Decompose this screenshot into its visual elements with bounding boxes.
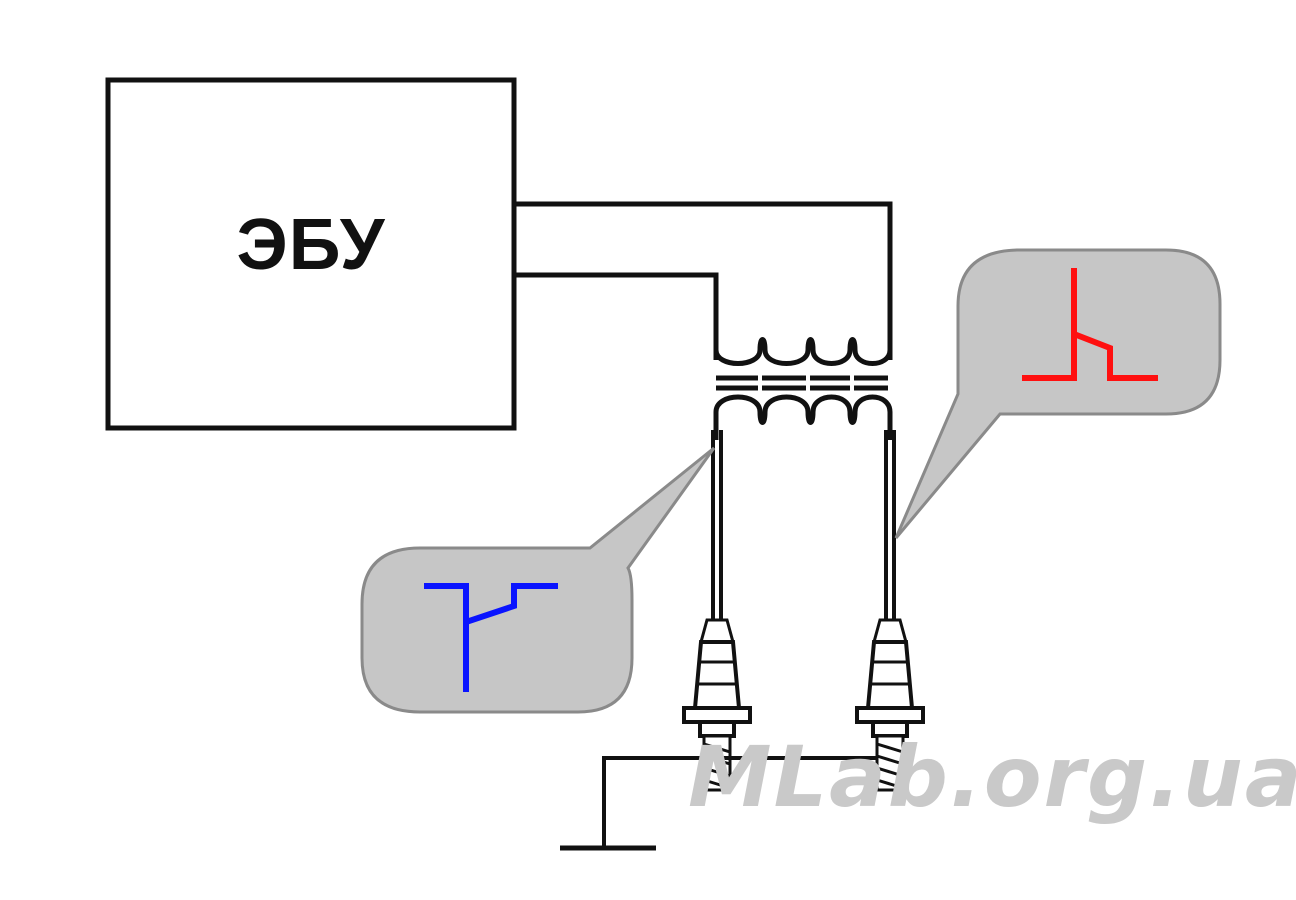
waveform-left [424,583,558,692]
spark-plug-icon [855,618,925,792]
ecu-wire-top [514,201,893,360]
ht-lead-right [884,430,896,620]
watermark: MLab.org.ua [688,728,1296,826]
waveform-right [1022,268,1158,381]
ht-lead-left [711,430,723,620]
secondary-winding [713,394,893,440]
callout-right [894,248,1222,539]
ground-wire [602,756,877,846]
spark-plug-icon [682,618,752,792]
callout-left [360,446,716,714]
transformer-coil-icon [716,375,888,391]
ecu-box [105,77,517,431]
ecu-wire-bottom [514,272,719,360]
ecu-label: ЭБУ [236,205,386,285]
primary-winding [713,337,893,366]
